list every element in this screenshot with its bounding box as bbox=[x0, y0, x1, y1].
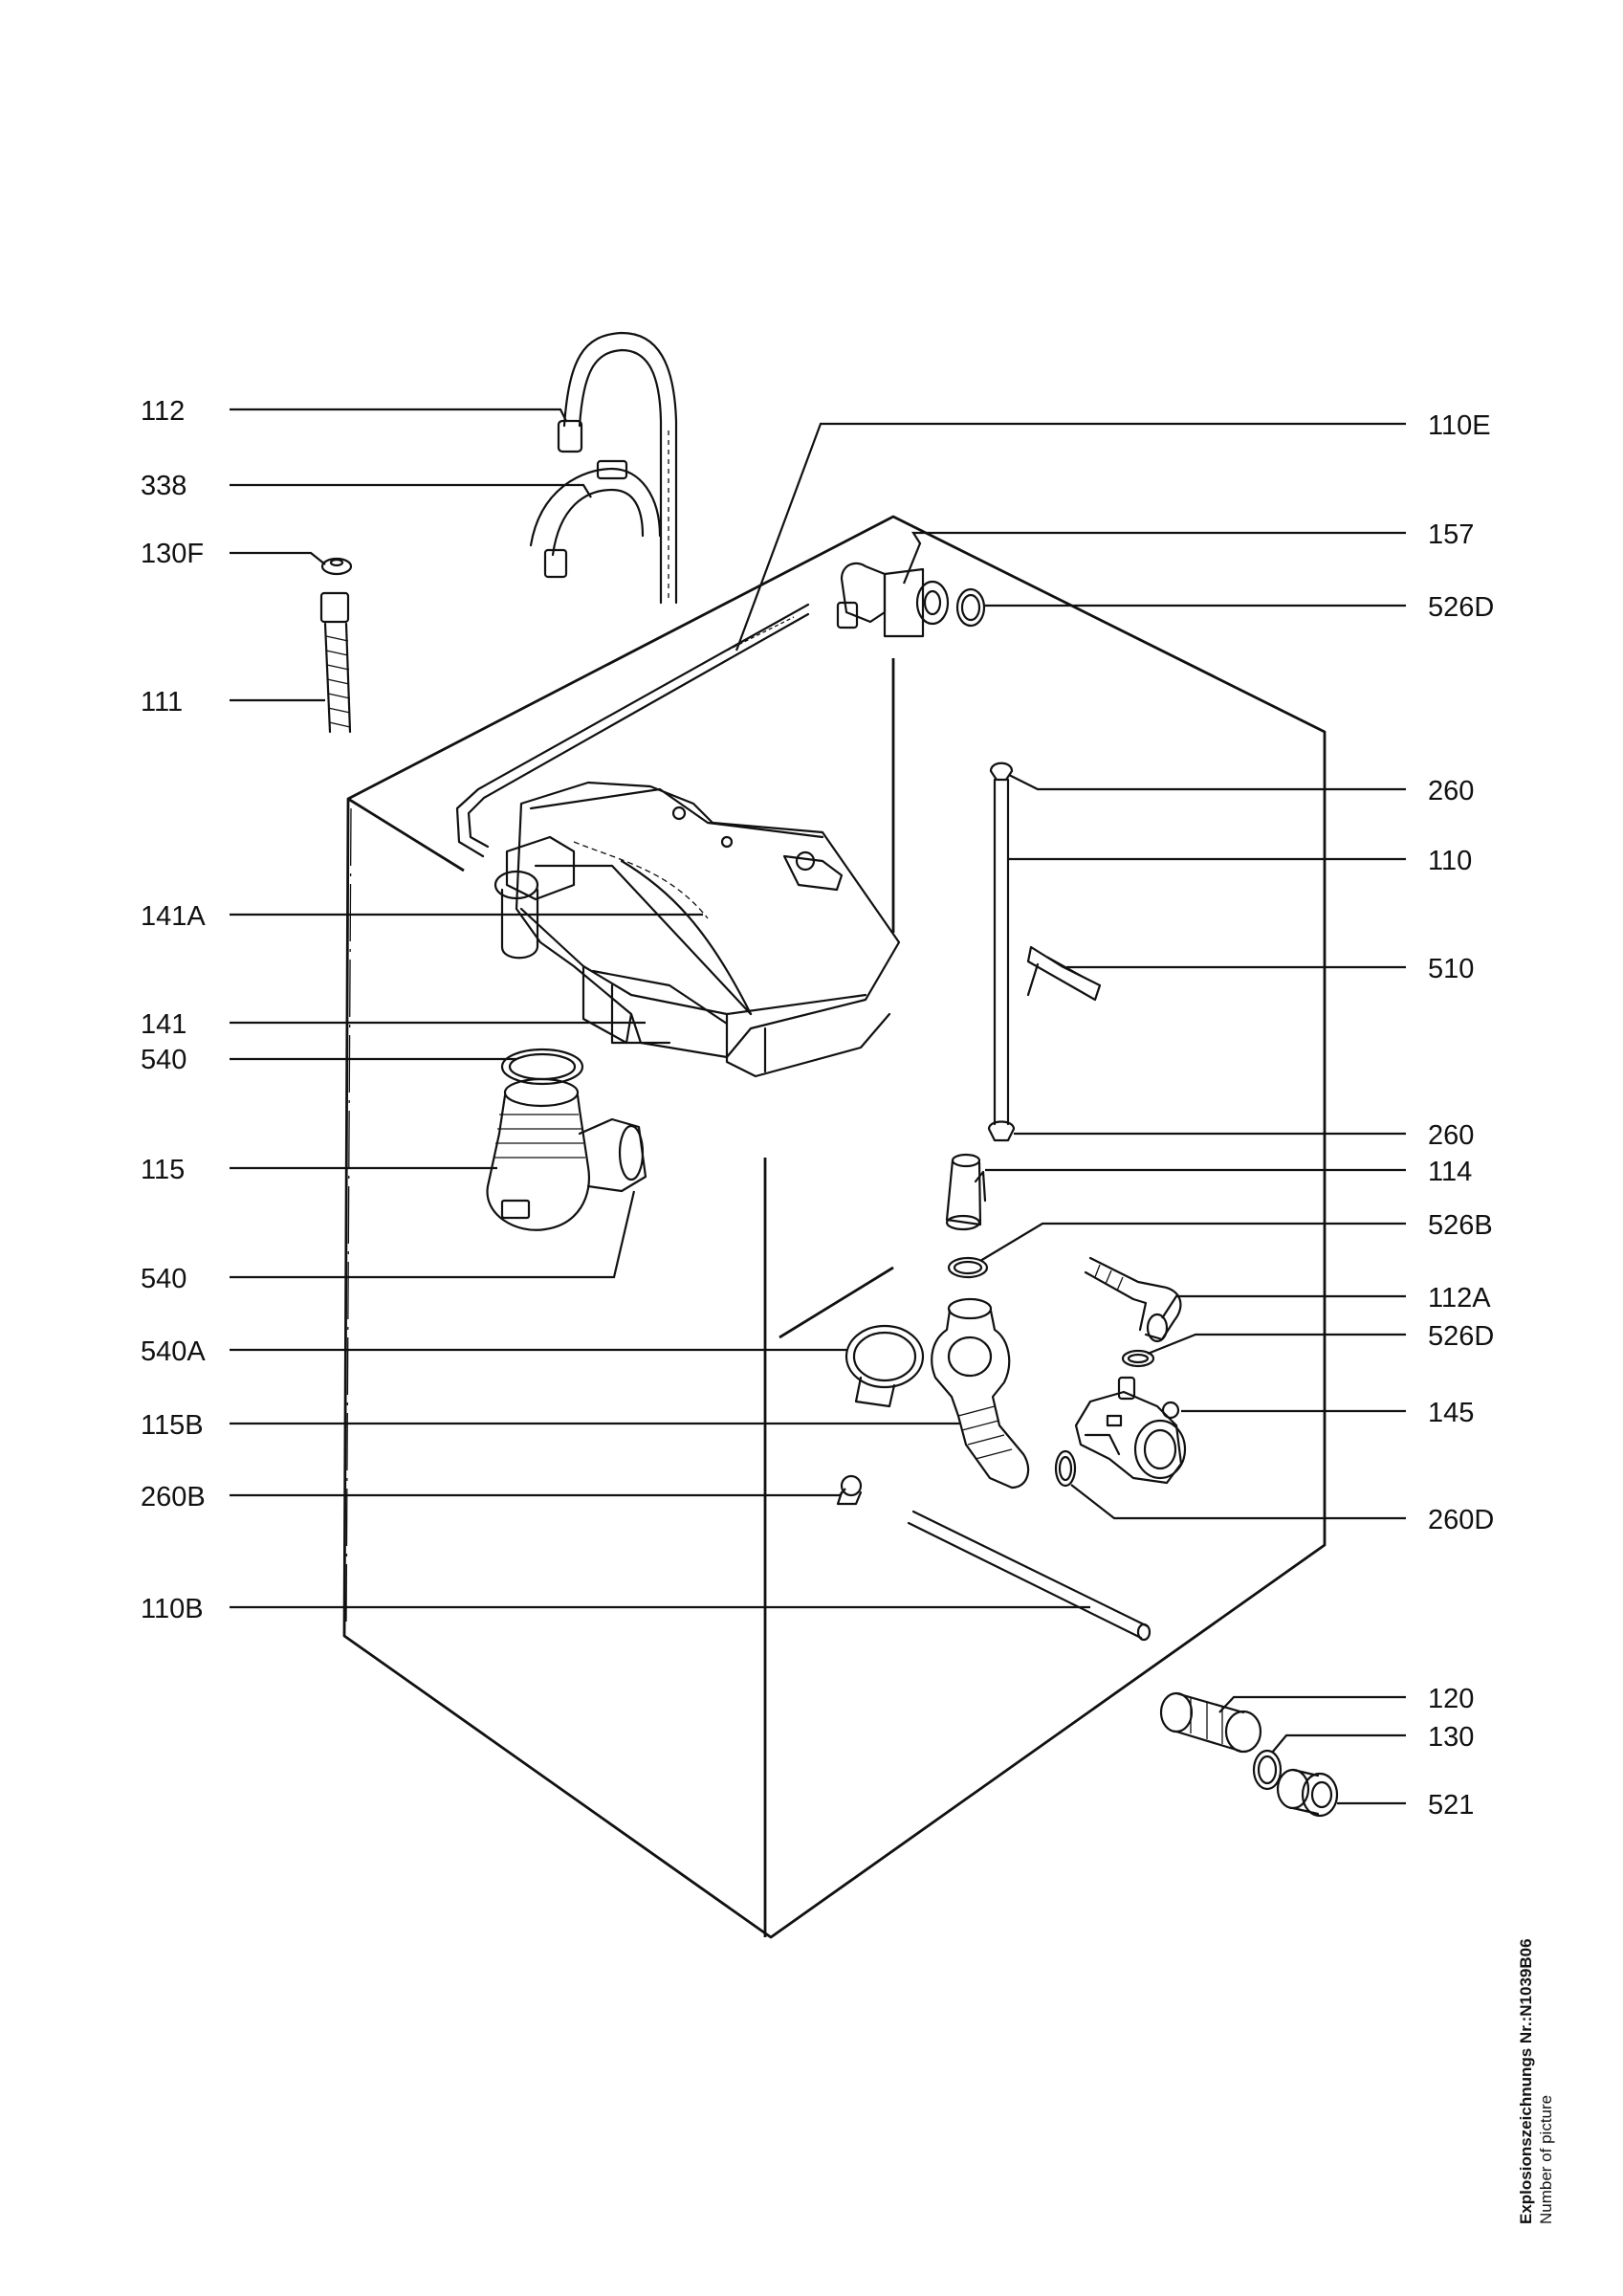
label-526B: 526B bbox=[1428, 1210, 1493, 1241]
clamp-526D-top bbox=[955, 587, 986, 628]
inlet-hose-part bbox=[319, 557, 353, 734]
cabinet-outline bbox=[342, 515, 1327, 1939]
label-260-top: 260 bbox=[1428, 776, 1474, 806]
label-510: 510 bbox=[1428, 954, 1474, 984]
label-540A: 540A bbox=[141, 1336, 206, 1367]
clamp-526B-part bbox=[947, 1256, 989, 1279]
label-114: 114 bbox=[1428, 1157, 1472, 1187]
clip-510-part bbox=[1026, 945, 1102, 1002]
label-338: 338 bbox=[141, 471, 186, 501]
label-260B: 260B bbox=[141, 1482, 206, 1512]
connector-114-part bbox=[945, 1153, 987, 1231]
pump-hose-part bbox=[931, 1297, 1030, 1490]
label-521: 521 bbox=[1428, 1790, 1474, 1821]
label-260-bottom: 260 bbox=[1428, 1120, 1474, 1151]
label-120: 120 bbox=[1428, 1684, 1474, 1714]
drawing-number-note: Explosionszeichnungs Nr.:N1039B06 Number… bbox=[1517, 1938, 1555, 2224]
filter-120-part bbox=[1159, 1691, 1262, 1754]
drain-hose-part bbox=[557, 331, 678, 605]
clip-260B-part bbox=[836, 1474, 863, 1506]
label-526D-top: 526D bbox=[1428, 592, 1494, 623]
label-110B: 110B bbox=[141, 1594, 204, 1624]
label-111: 111 bbox=[141, 687, 183, 718]
drawing-number: Explosionszeichnungs Nr.:N1039B06 bbox=[1517, 1938, 1535, 2224]
clip-260D-part bbox=[1054, 1449, 1077, 1488]
label-130: 130 bbox=[1428, 1722, 1474, 1753]
cap-521-part bbox=[1276, 1768, 1339, 1818]
label-130F: 130F bbox=[141, 539, 204, 569]
hose-bracket-part bbox=[529, 459, 662, 579]
label-112: 112 bbox=[141, 396, 185, 427]
label-112A: 112A bbox=[1428, 1283, 1491, 1314]
left-labels: 112 338 130F 111 141A 141 540 115 540 54… bbox=[141, 396, 206, 1624]
seal-130-part bbox=[1252, 1749, 1283, 1791]
label-260D: 260D bbox=[1428, 1505, 1494, 1535]
label-110: 110 bbox=[1428, 846, 1472, 876]
clamp-540A-part bbox=[844, 1324, 925, 1408]
label-157: 157 bbox=[1428, 519, 1474, 550]
leader-lines bbox=[230, 408, 1406, 1805]
vertical-tube-part bbox=[987, 762, 1016, 1142]
picture-caption: Number of picture bbox=[1537, 2095, 1555, 2224]
clamp-526D-mid-part bbox=[1121, 1349, 1155, 1368]
right-labels: 110E 157 526D 260 110 510 260 114 526B 1… bbox=[1428, 410, 1494, 1821]
label-141A: 141A bbox=[141, 901, 206, 932]
label-110E: 110E bbox=[1428, 410, 1491, 441]
pump-housing-part bbox=[1074, 1376, 1187, 1485]
dispenser-housing-part bbox=[493, 781, 901, 1078]
top-inlet-tube-part bbox=[455, 603, 810, 858]
label-141: 141 bbox=[141, 1009, 186, 1040]
hose-112A-part bbox=[1084, 1256, 1182, 1343]
label-540-upper: 540 bbox=[141, 1045, 186, 1075]
inlet-elbow-part bbox=[836, 562, 950, 638]
label-115: 115 bbox=[141, 1155, 185, 1185]
label-540-lower: 540 bbox=[141, 1264, 186, 1294]
sump-hose-part bbox=[486, 1048, 647, 1231]
tube-110B-part bbox=[907, 1510, 1151, 1642]
label-115B: 115B bbox=[141, 1410, 204, 1441]
label-526D-mid: 526D bbox=[1428, 1321, 1494, 1352]
label-145: 145 bbox=[1428, 1398, 1474, 1428]
